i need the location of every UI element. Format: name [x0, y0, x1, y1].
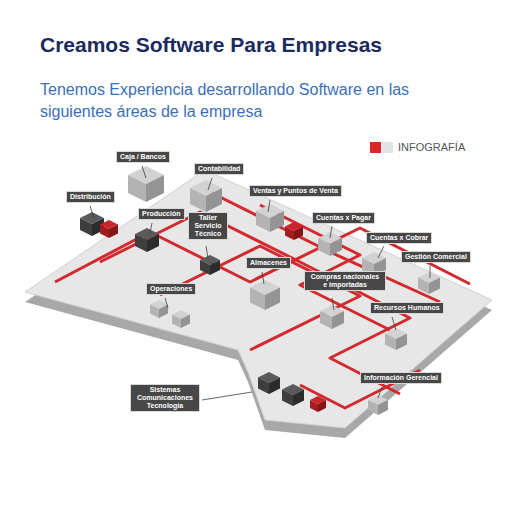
leader-line: [378, 387, 382, 398]
callout-box: Operaciones: [146, 283, 196, 295]
operations-rack: [150, 300, 168, 318]
leader-line: [378, 246, 384, 258]
callout-text: Compras nacionales e importadas: [308, 273, 382, 289]
leader-line: [202, 392, 252, 400]
pipe: [210, 192, 440, 302]
leader-line: [150, 223, 152, 233]
callout-box: Sistemas Comunicaciones Tecnología: [130, 384, 200, 412]
callout-box: Caja / Bancos: [116, 151, 170, 163]
callout-text: Gestión Comercial: [405, 253, 467, 261]
server-rack: [282, 384, 304, 406]
callout-text: Sistemas Comunicaciones Tecnología: [134, 386, 196, 410]
leader-line: [90, 206, 94, 218]
pipe: [100, 212, 410, 394]
legend-swatch-grey: [382, 142, 393, 153]
subtitle: Tenemos Experiencia desarrollando Softwa…: [40, 79, 480, 123]
buildings: [80, 166, 440, 415]
callout-box: Gestión Comercial: [401, 251, 471, 263]
sales-store: [285, 222, 303, 240]
callout-box: Información Gerencial: [360, 372, 442, 384]
leader-line: [206, 246, 208, 258]
legend-swatch: [370, 142, 381, 153]
leader-line: [208, 178, 212, 190]
sales-store: [256, 204, 284, 232]
leader-line: [332, 298, 334, 310]
callout-box: Contabilidad: [194, 163, 244, 175]
callout-text: Recursos Humanos: [374, 304, 440, 312]
warehouse: [250, 280, 280, 310]
hr-office: [385, 328, 407, 350]
bank-vault: [128, 166, 164, 202]
pipe: [55, 228, 470, 284]
callout-text: Caja / Bancos: [120, 153, 166, 161]
distribution-truck: [100, 220, 118, 238]
title: Creamos Software Para Empresas: [40, 33, 382, 57]
callout-text: Cuentas x Cobrar: [370, 234, 428, 242]
leader-lines: [90, 166, 430, 400]
leader-line: [165, 298, 168, 308]
leader-line: [430, 266, 431, 278]
leader-line: [142, 166, 146, 178]
callout-text: Producción: [142, 210, 181, 218]
production-machine: [135, 228, 159, 252]
leader-line: [330, 226, 332, 238]
callout-text: Información Gerencial: [364, 374, 438, 382]
callout-box: Cuentas x Pagar: [312, 212, 375, 224]
legend-text: INFOGRAFÍA: [398, 141, 465, 154]
red-pipes: [55, 192, 470, 408]
callout-text: Almacenes: [250, 259, 287, 267]
leader-line: [268, 200, 270, 212]
leader-line: [262, 272, 264, 284]
callout-box: Recursos Humanos: [370, 302, 444, 314]
callout-box: Almacenes: [246, 257, 291, 269]
callout-box: Compras nacionales e importadas: [304, 271, 386, 291]
callout-box: Taller Servicio Técnico: [188, 212, 228, 240]
leader-line: [392, 317, 396, 330]
commercial-office: [418, 272, 440, 294]
callout-box: Producción: [138, 208, 185, 220]
callout-text: Operaciones: [150, 285, 192, 293]
server-rack: [258, 372, 280, 394]
accounting-office: [190, 180, 222, 212]
callout-text: Cuentas x Pagar: [316, 214, 371, 222]
callout-text: Contabilidad: [198, 165, 240, 173]
operations-rack: [172, 310, 190, 328]
callout-text: Ventas y Puntos de Venta: [253, 187, 338, 195]
server-rack: [310, 396, 326, 412]
callout-text: Distribución: [70, 193, 111, 201]
callout-box: Cuentas x Cobrar: [366, 232, 432, 244]
callout-box: Distribución: [66, 191, 115, 203]
callout-box: Ventas y Puntos de Venta: [249, 185, 342, 197]
pipe: [160, 246, 360, 350]
purchasing-area: [320, 305, 344, 329]
callout-text: Taller Servicio Técnico: [192, 214, 224, 238]
service-workshop: [200, 255, 220, 275]
platform-top: [25, 170, 492, 428]
